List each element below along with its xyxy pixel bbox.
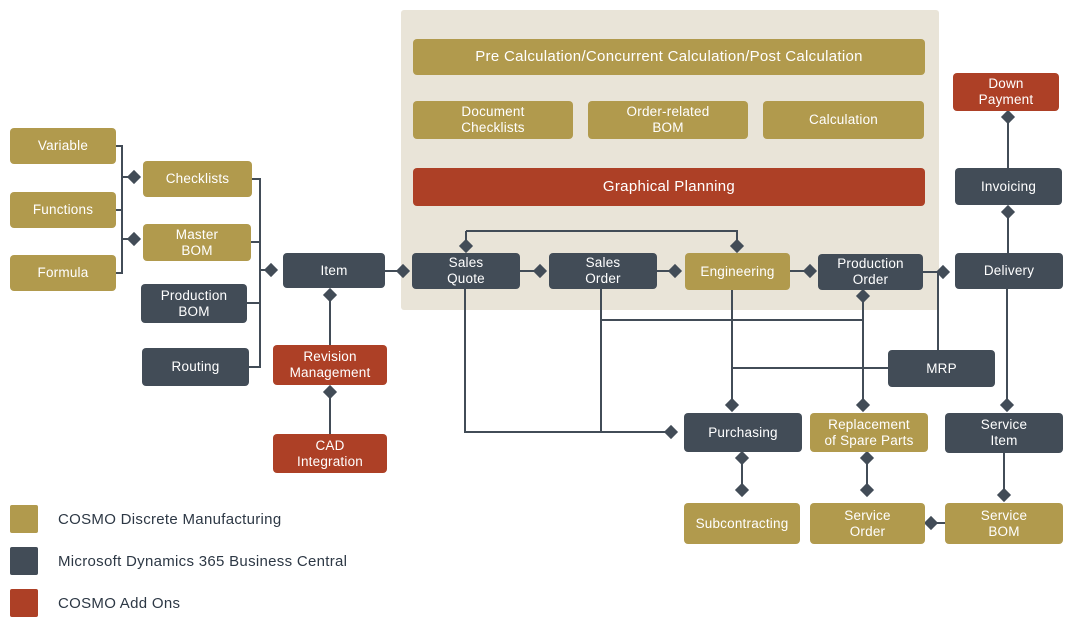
arrow-diamond-icon <box>663 424 679 440</box>
calculation-node: Calculation <box>763 101 924 139</box>
connector-line <box>260 269 267 271</box>
connector-line <box>251 241 261 243</box>
connector-line <box>862 301 864 400</box>
legend: COSMO Discrete Manufacturing Microsoft D… <box>10 505 347 628</box>
formula-node: Formula <box>10 255 116 291</box>
red-swatch-icon <box>10 589 38 617</box>
legend-row-cosmo-add-ons: COSMO Add Ons <box>10 589 347 617</box>
order-related-bom-node: Order-related BOM <box>588 101 748 139</box>
arrow-diamond-icon <box>996 487 1012 503</box>
connector-line <box>520 270 536 272</box>
checklists-node: Checklists <box>143 161 252 197</box>
arrow-diamond-icon <box>734 482 750 498</box>
revision-management-node: Revision Management <box>273 345 387 385</box>
pre-calculation-node: Pre Calculation/Concurrent Calculation/P… <box>413 39 925 75</box>
connector-line <box>866 459 868 489</box>
gold-swatch-icon <box>10 505 38 533</box>
engineering-node: Engineering <box>685 253 790 290</box>
service-bom-node: Service BOM <box>945 503 1063 544</box>
connector-line <box>247 302 261 304</box>
connector-line <box>731 290 733 400</box>
arrow-diamond-icon <box>999 397 1015 413</box>
routing-node: Routing <box>142 348 249 386</box>
connector-line <box>657 270 671 272</box>
variable-node: Variable <box>10 128 116 164</box>
connector-line <box>259 179 261 367</box>
connector-line <box>116 272 123 274</box>
connector-line <box>122 176 130 178</box>
connector-line <box>122 238 130 240</box>
connector-line <box>741 459 743 489</box>
connector-line <box>465 231 467 241</box>
delivery-node: Delivery <box>955 253 1063 289</box>
connector-line <box>464 288 466 433</box>
sales-quote-node: Sales Quote <box>412 253 520 289</box>
connector-line <box>329 300 331 345</box>
arrow-diamond-icon <box>1000 204 1016 220</box>
functions-node: Functions <box>10 192 116 228</box>
arrow-diamond-icon <box>923 515 939 531</box>
connector-line <box>923 271 939 273</box>
down-payment-node: Down Payment <box>953 73 1059 111</box>
connector-line <box>1007 217 1009 253</box>
arrow-diamond-icon <box>263 262 279 278</box>
graphical-planning-node: Graphical Planning <box>413 168 925 206</box>
purchasing-node: Purchasing <box>684 413 802 452</box>
connector-line <box>937 272 939 350</box>
production-bom-node: Production BOM <box>141 284 247 323</box>
subcontracting-node: Subcontracting <box>684 503 800 544</box>
connector-line <box>600 288 602 433</box>
service-item-node: Service Item <box>945 413 1063 453</box>
connector-line <box>252 178 261 180</box>
mrp-node: MRP <box>888 350 995 387</box>
cad-integration-node: CAD Integration <box>273 434 387 473</box>
master-bom-node: Master BOM <box>143 224 251 261</box>
connector-line <box>1007 122 1009 168</box>
legend-label: Microsoft Dynamics 365 Business Central <box>58 552 348 570</box>
connector-line <box>249 366 261 368</box>
connector-line <box>329 397 331 434</box>
connector-line <box>1003 453 1005 491</box>
dark-swatch-icon <box>10 547 38 575</box>
service-order-node: Service Order <box>810 503 925 544</box>
connector-line <box>736 231 738 241</box>
legend-label: COSMO Discrete Manufacturing <box>58 510 282 528</box>
connector-line <box>116 209 123 211</box>
replacement-of-spare-parts-node: Replacement of Spare Parts <box>810 413 928 452</box>
arrow-diamond-icon <box>126 231 142 247</box>
connector-line <box>790 270 806 272</box>
invoicing-node: Invoicing <box>955 168 1062 205</box>
production-order-node: Production Order <box>818 254 923 290</box>
arrow-diamond-icon <box>322 287 338 303</box>
connector-line <box>1006 289 1008 400</box>
arrow-diamond-icon <box>859 450 875 466</box>
arrow-diamond-icon <box>859 482 875 498</box>
arrow-diamond-icon <box>724 397 740 413</box>
connector-line <box>466 230 738 232</box>
connector-line <box>385 270 399 272</box>
connector-line <box>465 431 667 433</box>
document-checklists-node: Document Checklists <box>413 101 573 139</box>
connector-line <box>116 145 123 147</box>
legend-row-cosmo-discrete-manufacturing: COSMO Discrete Manufacturing <box>10 505 347 533</box>
arrow-diamond-icon <box>322 384 338 400</box>
arrow-diamond-icon <box>126 169 142 185</box>
connector-line <box>732 367 888 369</box>
connector-line <box>936 522 945 524</box>
sales-order-node: Sales Order <box>549 253 657 289</box>
arrow-diamond-icon <box>734 450 750 466</box>
arrow-diamond-icon <box>855 397 871 413</box>
legend-row-business-central: Microsoft Dynamics 365 Business Central <box>10 547 347 575</box>
legend-label: COSMO Add Ons <box>58 594 181 612</box>
item-node: Item <box>283 253 385 288</box>
arrow-diamond-icon <box>1000 109 1016 125</box>
